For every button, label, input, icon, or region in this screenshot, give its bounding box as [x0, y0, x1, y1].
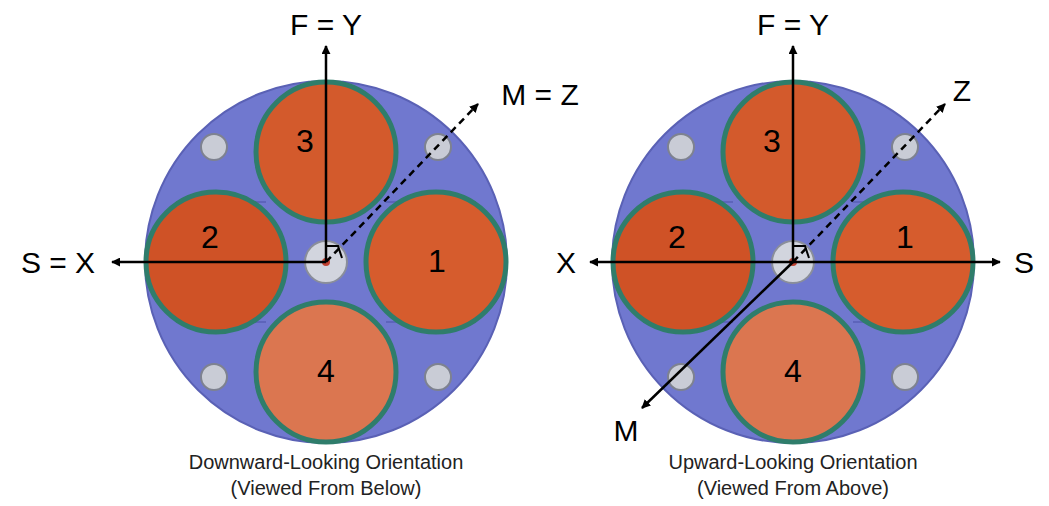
axis-arrow	[792, 46, 795, 262]
right-angle-mark	[326, 246, 342, 258]
right-angle-mark	[793, 246, 809, 258]
axis-arrow	[793, 261, 1000, 264]
axis-label: S = X	[21, 246, 95, 279]
callout-number: 3	[296, 124, 314, 159]
axis-arrow	[642, 262, 793, 408]
caption-line: (Viewed From Above)	[697, 477, 889, 499]
axis-label: F = Y	[757, 8, 829, 41]
axis-arrow	[590, 261, 793, 264]
callout-number: 1	[896, 220, 914, 255]
axis-label: X	[556, 246, 576, 279]
callout-number: 3	[763, 124, 781, 159]
axis-label: S	[1014, 246, 1034, 279]
axis-label: F = Y	[290, 8, 362, 41]
axis-arrow	[793, 104, 945, 262]
callout-number: 2	[668, 220, 686, 255]
axis-label: M	[614, 414, 639, 447]
axis-arrow	[326, 104, 478, 262]
callout-number: 4	[317, 354, 335, 389]
caption-line: Downward-Looking Orientation	[189, 451, 464, 473]
axis-arrow	[325, 46, 328, 262]
callout-number: 1	[428, 244, 446, 279]
callout-number: 4	[784, 354, 802, 389]
axis-label: Z	[953, 74, 971, 107]
caption-line: (Viewed From Below)	[231, 477, 422, 499]
caption-line: Upward-Looking Orientation	[668, 451, 917, 473]
axis-arrow	[112, 261, 326, 264]
axis-label: M = Z	[501, 78, 579, 111]
callout-number: 2	[201, 220, 219, 255]
